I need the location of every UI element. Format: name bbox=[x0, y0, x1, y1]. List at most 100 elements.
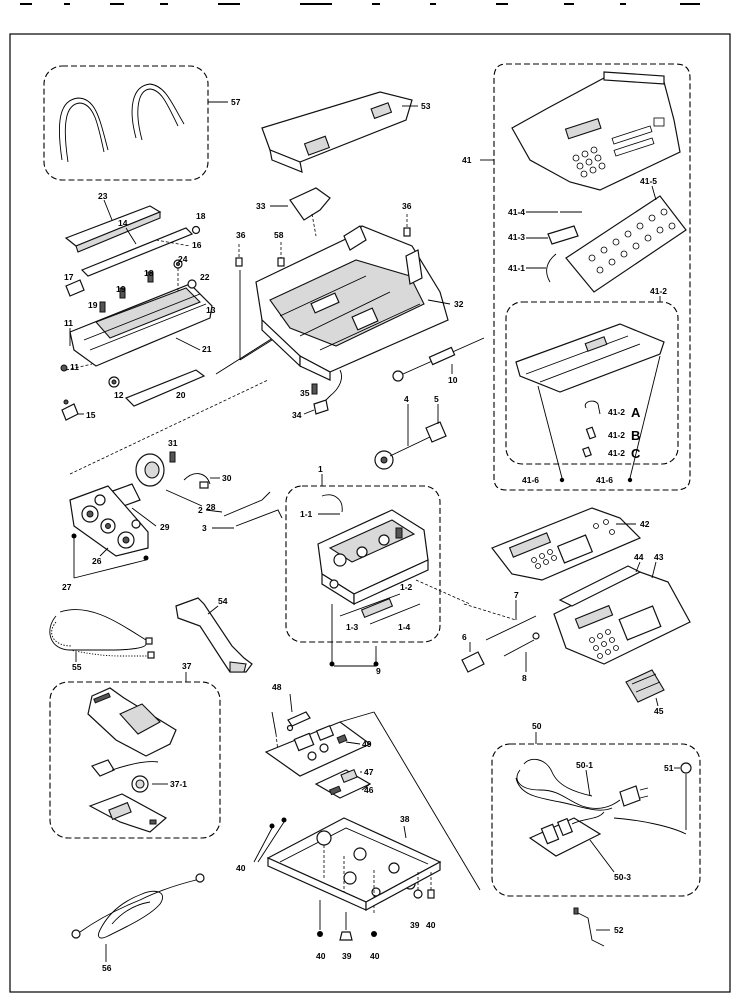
group-scanner-assembly: 23 14 16 18 17 24 22 19 19 18 13 11 11 2… bbox=[60, 191, 216, 421]
part-38-bottom-plate: 38 bbox=[266, 814, 442, 914]
label-40-bottom-right: 40 bbox=[370, 951, 380, 961]
label-39-bottom: 39 bbox=[342, 951, 352, 961]
label-32: 32 bbox=[454, 299, 464, 309]
panel-keys bbox=[572, 117, 665, 178]
label-3: 3 bbox=[202, 523, 207, 533]
part-6-7-8: 7 6 8 bbox=[461, 590, 540, 683]
label-30: 30 bbox=[222, 473, 232, 483]
panel-43-keys bbox=[589, 629, 619, 659]
group-37-handset-cradle: 37 37-1 bbox=[49, 661, 221, 839]
label-6: 6 bbox=[462, 632, 467, 642]
part-48: 48 bbox=[271, 682, 311, 753]
group-motor-assembly: 31 30 28 29 26 27 bbox=[62, 379, 269, 592]
label-4: 4 bbox=[404, 394, 409, 404]
label-41-6-right: 41-6 bbox=[596, 475, 613, 485]
label-17: 17 bbox=[64, 272, 74, 282]
part-32-main-chassis: 32 33 36 36 58 bbox=[235, 187, 464, 381]
label-41-3: 41-3 bbox=[508, 232, 525, 242]
label-41: 41 bbox=[462, 155, 472, 165]
label-35: 35 bbox=[300, 388, 310, 398]
label-27: 27 bbox=[62, 582, 72, 592]
label-41-6-left: 41-6 bbox=[522, 475, 539, 485]
group-57-paper-guides: 57 bbox=[43, 65, 241, 181]
label-40-right: 40 bbox=[426, 920, 436, 930]
label-41-2-A: 41-2 bbox=[608, 407, 625, 417]
label-18-top: 18 bbox=[196, 211, 206, 221]
label-12: 12 bbox=[114, 390, 124, 400]
part-46-47-boards: 47 46 bbox=[314, 767, 374, 799]
label-13: 13 bbox=[206, 305, 216, 315]
label-1-3: 1-3 bbox=[346, 622, 359, 632]
label-54: 54 bbox=[218, 596, 228, 606]
part-35-34: 35 34 bbox=[292, 369, 342, 420]
label-24: 24 bbox=[178, 254, 188, 264]
label-39-right: 39 bbox=[410, 920, 420, 930]
label-15: 15 bbox=[86, 410, 96, 420]
label-46: 46 bbox=[364, 785, 374, 795]
label-45: 45 bbox=[654, 706, 664, 716]
label-53: 53 bbox=[421, 101, 431, 111]
label-19-mid: 19 bbox=[116, 284, 126, 294]
keypad-41-5-keys bbox=[588, 208, 676, 274]
fasteners-39-40: 40 39 40 40 39 40 bbox=[236, 817, 436, 961]
label-8: 8 bbox=[522, 673, 527, 683]
label-40-left: 40 bbox=[236, 863, 246, 873]
label-51: 51 bbox=[664, 763, 674, 773]
panel-42-keys bbox=[531, 519, 615, 569]
group-50-power-supply: 50 50-1 51 50-3 bbox=[491, 721, 701, 897]
part-52-bracket: 52 bbox=[573, 907, 624, 947]
label-1-1: 1-1 bbox=[300, 509, 313, 519]
part-54-handset: 54 bbox=[175, 596, 253, 673]
label-18-mid: 18 bbox=[144, 268, 154, 278]
group-41-operation-panel: 41 41-4 41-3 41-1 bbox=[462, 63, 691, 491]
label-5: 5 bbox=[434, 394, 439, 404]
label-49: 49 bbox=[362, 739, 372, 749]
part-55-coiled-cord: 55 bbox=[49, 609, 155, 672]
label-20: 20 bbox=[176, 390, 186, 400]
label-11-side: 11 bbox=[70, 362, 79, 372]
label-11-top: 11 bbox=[64, 318, 73, 328]
label-37: 37 bbox=[182, 661, 192, 671]
screw-36-left: 36 bbox=[235, 230, 246, 267]
label-29: 29 bbox=[160, 522, 170, 532]
label-31: 31 bbox=[168, 438, 178, 448]
label-1-4: 1-4 bbox=[398, 622, 411, 632]
label-letter-B: B bbox=[631, 428, 640, 443]
label-9: 9 bbox=[376, 666, 381, 676]
label-28: 28 bbox=[206, 502, 216, 512]
part-49-main-pcb: 49 bbox=[264, 711, 481, 891]
label-22: 22 bbox=[200, 272, 210, 282]
label-36-right: 36 bbox=[402, 201, 412, 211]
label-41-5: 41-5 bbox=[640, 176, 657, 186]
label-14: 14 bbox=[118, 218, 128, 228]
label-41-2-C: 41-2 bbox=[608, 448, 625, 458]
label-56: 56 bbox=[102, 963, 112, 973]
label-10: 10 bbox=[448, 375, 458, 385]
diagram-frame bbox=[9, 33, 731, 993]
label-41-2-B: 41-2 bbox=[608, 430, 625, 440]
label-26: 26 bbox=[92, 556, 102, 566]
label-16: 16 bbox=[192, 240, 202, 250]
label-57: 57 bbox=[231, 97, 241, 107]
label-50-3: 50-3 bbox=[614, 872, 631, 882]
label-42: 42 bbox=[640, 519, 650, 529]
group-1-print-unit: 1 1-1 1-2 1-3 1-4 9 bbox=[285, 464, 471, 676]
part-43-44-panel-sheets: 44 43 45 bbox=[553, 552, 691, 716]
label-52: 52 bbox=[614, 925, 624, 935]
label-33: 33 bbox=[256, 201, 266, 211]
label-40-bottom-left: 40 bbox=[316, 951, 326, 961]
label-7: 7 bbox=[514, 590, 519, 600]
part-4-5-gear: 4 5 bbox=[374, 394, 447, 470]
label-34: 34 bbox=[292, 410, 302, 420]
label-41-1: 41-1 bbox=[508, 263, 525, 273]
label-19-left: 19 bbox=[88, 300, 98, 310]
label-38: 38 bbox=[400, 814, 410, 824]
part-53-top-cover: 53 bbox=[261, 91, 431, 173]
label-23: 23 bbox=[98, 191, 108, 201]
part-42-panel-sheet: 42 bbox=[491, 507, 650, 581]
part-10-shaft: 10 bbox=[392, 337, 485, 385]
label-50: 50 bbox=[532, 721, 542, 731]
label-47: 47 bbox=[364, 767, 374, 777]
label-41-4: 41-4 bbox=[508, 207, 525, 217]
part-2-3-levers: 2 3 bbox=[198, 491, 283, 533]
